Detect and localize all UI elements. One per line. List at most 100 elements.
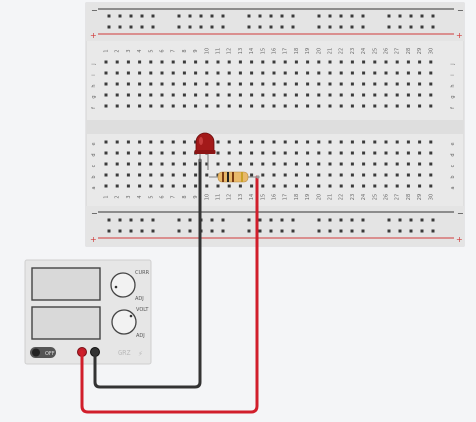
terminal-hole[interactable] bbox=[261, 140, 265, 144]
terminal-hole[interactable] bbox=[194, 82, 198, 86]
terminal-hole[interactable] bbox=[317, 151, 321, 155]
top-rail-plus-hole[interactable] bbox=[339, 25, 343, 29]
red-wire[interactable] bbox=[80, 175, 259, 414]
black-wire[interactable] bbox=[93, 158, 202, 389]
terminal-hole[interactable] bbox=[149, 82, 153, 86]
terminal-hole[interactable] bbox=[350, 151, 354, 155]
terminal-hole[interactable] bbox=[294, 151, 298, 155]
terminal-hole[interactable] bbox=[250, 60, 254, 64]
terminal-hole[interactable] bbox=[350, 60, 354, 64]
bottom-rail-plus-hole[interactable] bbox=[387, 229, 391, 233]
terminal-hole[interactable] bbox=[395, 93, 399, 97]
terminal-hole[interactable] bbox=[126, 140, 130, 144]
terminal-hole[interactable] bbox=[115, 162, 119, 166]
bottom-rail-minus-hole[interactable] bbox=[339, 218, 343, 222]
terminal-hole[interactable] bbox=[339, 151, 343, 155]
top-rail-plus-hole[interactable] bbox=[188, 25, 192, 29]
terminal-hole[interactable] bbox=[115, 93, 119, 97]
top-rail-minus-hole[interactable] bbox=[210, 14, 214, 18]
terminal-hole[interactable] bbox=[272, 184, 276, 188]
top-rail-plus-hole[interactable] bbox=[199, 25, 203, 29]
terminal-hole[interactable] bbox=[373, 82, 377, 86]
terminal-hole[interactable] bbox=[283, 184, 287, 188]
terminal-hole[interactable] bbox=[126, 184, 130, 188]
terminal-hole[interactable] bbox=[227, 60, 231, 64]
terminal-hole[interactable] bbox=[339, 93, 343, 97]
terminal-hole[interactable] bbox=[205, 82, 209, 86]
terminal-hole[interactable] bbox=[328, 82, 332, 86]
terminal-hole[interactable] bbox=[216, 93, 220, 97]
terminal-hole[interactable] bbox=[171, 162, 175, 166]
bottom-rail-minus-hole[interactable] bbox=[129, 218, 133, 222]
terminal-hole[interactable] bbox=[306, 184, 310, 188]
terminal-hole[interactable] bbox=[216, 60, 220, 64]
terminal-hole[interactable] bbox=[384, 162, 388, 166]
bottom-rail-plus-hole[interactable] bbox=[269, 229, 273, 233]
terminal-hole[interactable] bbox=[194, 60, 198, 64]
terminal-hole[interactable] bbox=[328, 104, 332, 108]
terminal-hole[interactable] bbox=[328, 151, 332, 155]
terminal-hole[interactable] bbox=[160, 104, 164, 108]
terminal-hole[interactable] bbox=[171, 184, 175, 188]
top-rail-plus-hole[interactable] bbox=[258, 25, 262, 29]
top-rail-minus-hole[interactable] bbox=[221, 14, 225, 18]
terminal-hole[interactable] bbox=[317, 184, 321, 188]
terminal-hole[interactable] bbox=[261, 162, 265, 166]
terminal-hole[interactable] bbox=[171, 93, 175, 97]
terminal-hole[interactable] bbox=[317, 162, 321, 166]
terminal-hole[interactable] bbox=[362, 71, 366, 75]
terminal-hole[interactable] bbox=[406, 60, 410, 64]
bottom-rail-minus-hole[interactable] bbox=[420, 218, 424, 222]
terminal-hole[interactable] bbox=[216, 162, 220, 166]
terminal-hole[interactable] bbox=[294, 140, 298, 144]
terminal-hole[interactable] bbox=[149, 93, 153, 97]
terminal-hole[interactable] bbox=[216, 71, 220, 75]
terminal-hole[interactable] bbox=[272, 151, 276, 155]
terminal-hole[interactable] bbox=[384, 93, 388, 97]
bottom-rail-minus-hole[interactable] bbox=[291, 218, 295, 222]
terminal-hole[interactable] bbox=[294, 184, 298, 188]
top-rail-plus-hole[interactable] bbox=[151, 25, 155, 29]
top-rail-minus-hole[interactable] bbox=[317, 14, 321, 18]
top-rail-plus-hole[interactable] bbox=[350, 25, 354, 29]
terminal-hole[interactable] bbox=[373, 104, 377, 108]
terminal-hole[interactable] bbox=[250, 162, 254, 166]
terminal-hole[interactable] bbox=[182, 93, 186, 97]
terminal-hole[interactable] bbox=[362, 162, 366, 166]
terminal-hole[interactable] bbox=[160, 151, 164, 155]
terminal-hole[interactable] bbox=[328, 173, 332, 177]
terminal-hole[interactable] bbox=[160, 93, 164, 97]
terminal-hole[interactable] bbox=[194, 162, 198, 166]
terminal-hole[interactable] bbox=[126, 93, 130, 97]
terminal-hole[interactable] bbox=[395, 173, 399, 177]
terminal-hole[interactable] bbox=[418, 151, 422, 155]
terminal-hole[interactable] bbox=[362, 173, 366, 177]
terminal-hole[interactable] bbox=[283, 162, 287, 166]
terminal-hole[interactable] bbox=[227, 71, 231, 75]
terminal-hole[interactable] bbox=[384, 104, 388, 108]
terminal-hole[interactable] bbox=[138, 151, 142, 155]
terminal-hole[interactable] bbox=[339, 184, 343, 188]
terminal-hole[interactable] bbox=[406, 71, 410, 75]
terminal-hole[interactable] bbox=[115, 71, 119, 75]
terminal-hole[interactable] bbox=[194, 93, 198, 97]
terminal-hole[interactable] bbox=[283, 82, 287, 86]
terminal-hole[interactable] bbox=[339, 82, 343, 86]
terminal-hole[interactable] bbox=[261, 104, 265, 108]
terminal-hole[interactable] bbox=[429, 173, 433, 177]
terminal-hole[interactable] bbox=[306, 93, 310, 97]
terminal-hole[interactable] bbox=[294, 104, 298, 108]
top-rail-minus-hole[interactable] bbox=[118, 14, 122, 18]
terminal-hole[interactable] bbox=[250, 173, 254, 177]
bottom-rail-minus-hole[interactable] bbox=[317, 218, 321, 222]
terminal-hole[interactable] bbox=[418, 82, 422, 86]
terminal-hole[interactable] bbox=[294, 71, 298, 75]
terminal-hole[interactable] bbox=[250, 140, 254, 144]
top-rail-minus-hole[interactable] bbox=[409, 14, 413, 18]
bottom-rail-plus-hole[interactable] bbox=[247, 229, 251, 233]
terminal-hole[interactable] bbox=[250, 71, 254, 75]
terminal-hole[interactable] bbox=[194, 104, 198, 108]
terminal-hole[interactable] bbox=[205, 173, 209, 177]
terminal-hole[interactable] bbox=[350, 162, 354, 166]
terminal-hole[interactable] bbox=[406, 151, 410, 155]
